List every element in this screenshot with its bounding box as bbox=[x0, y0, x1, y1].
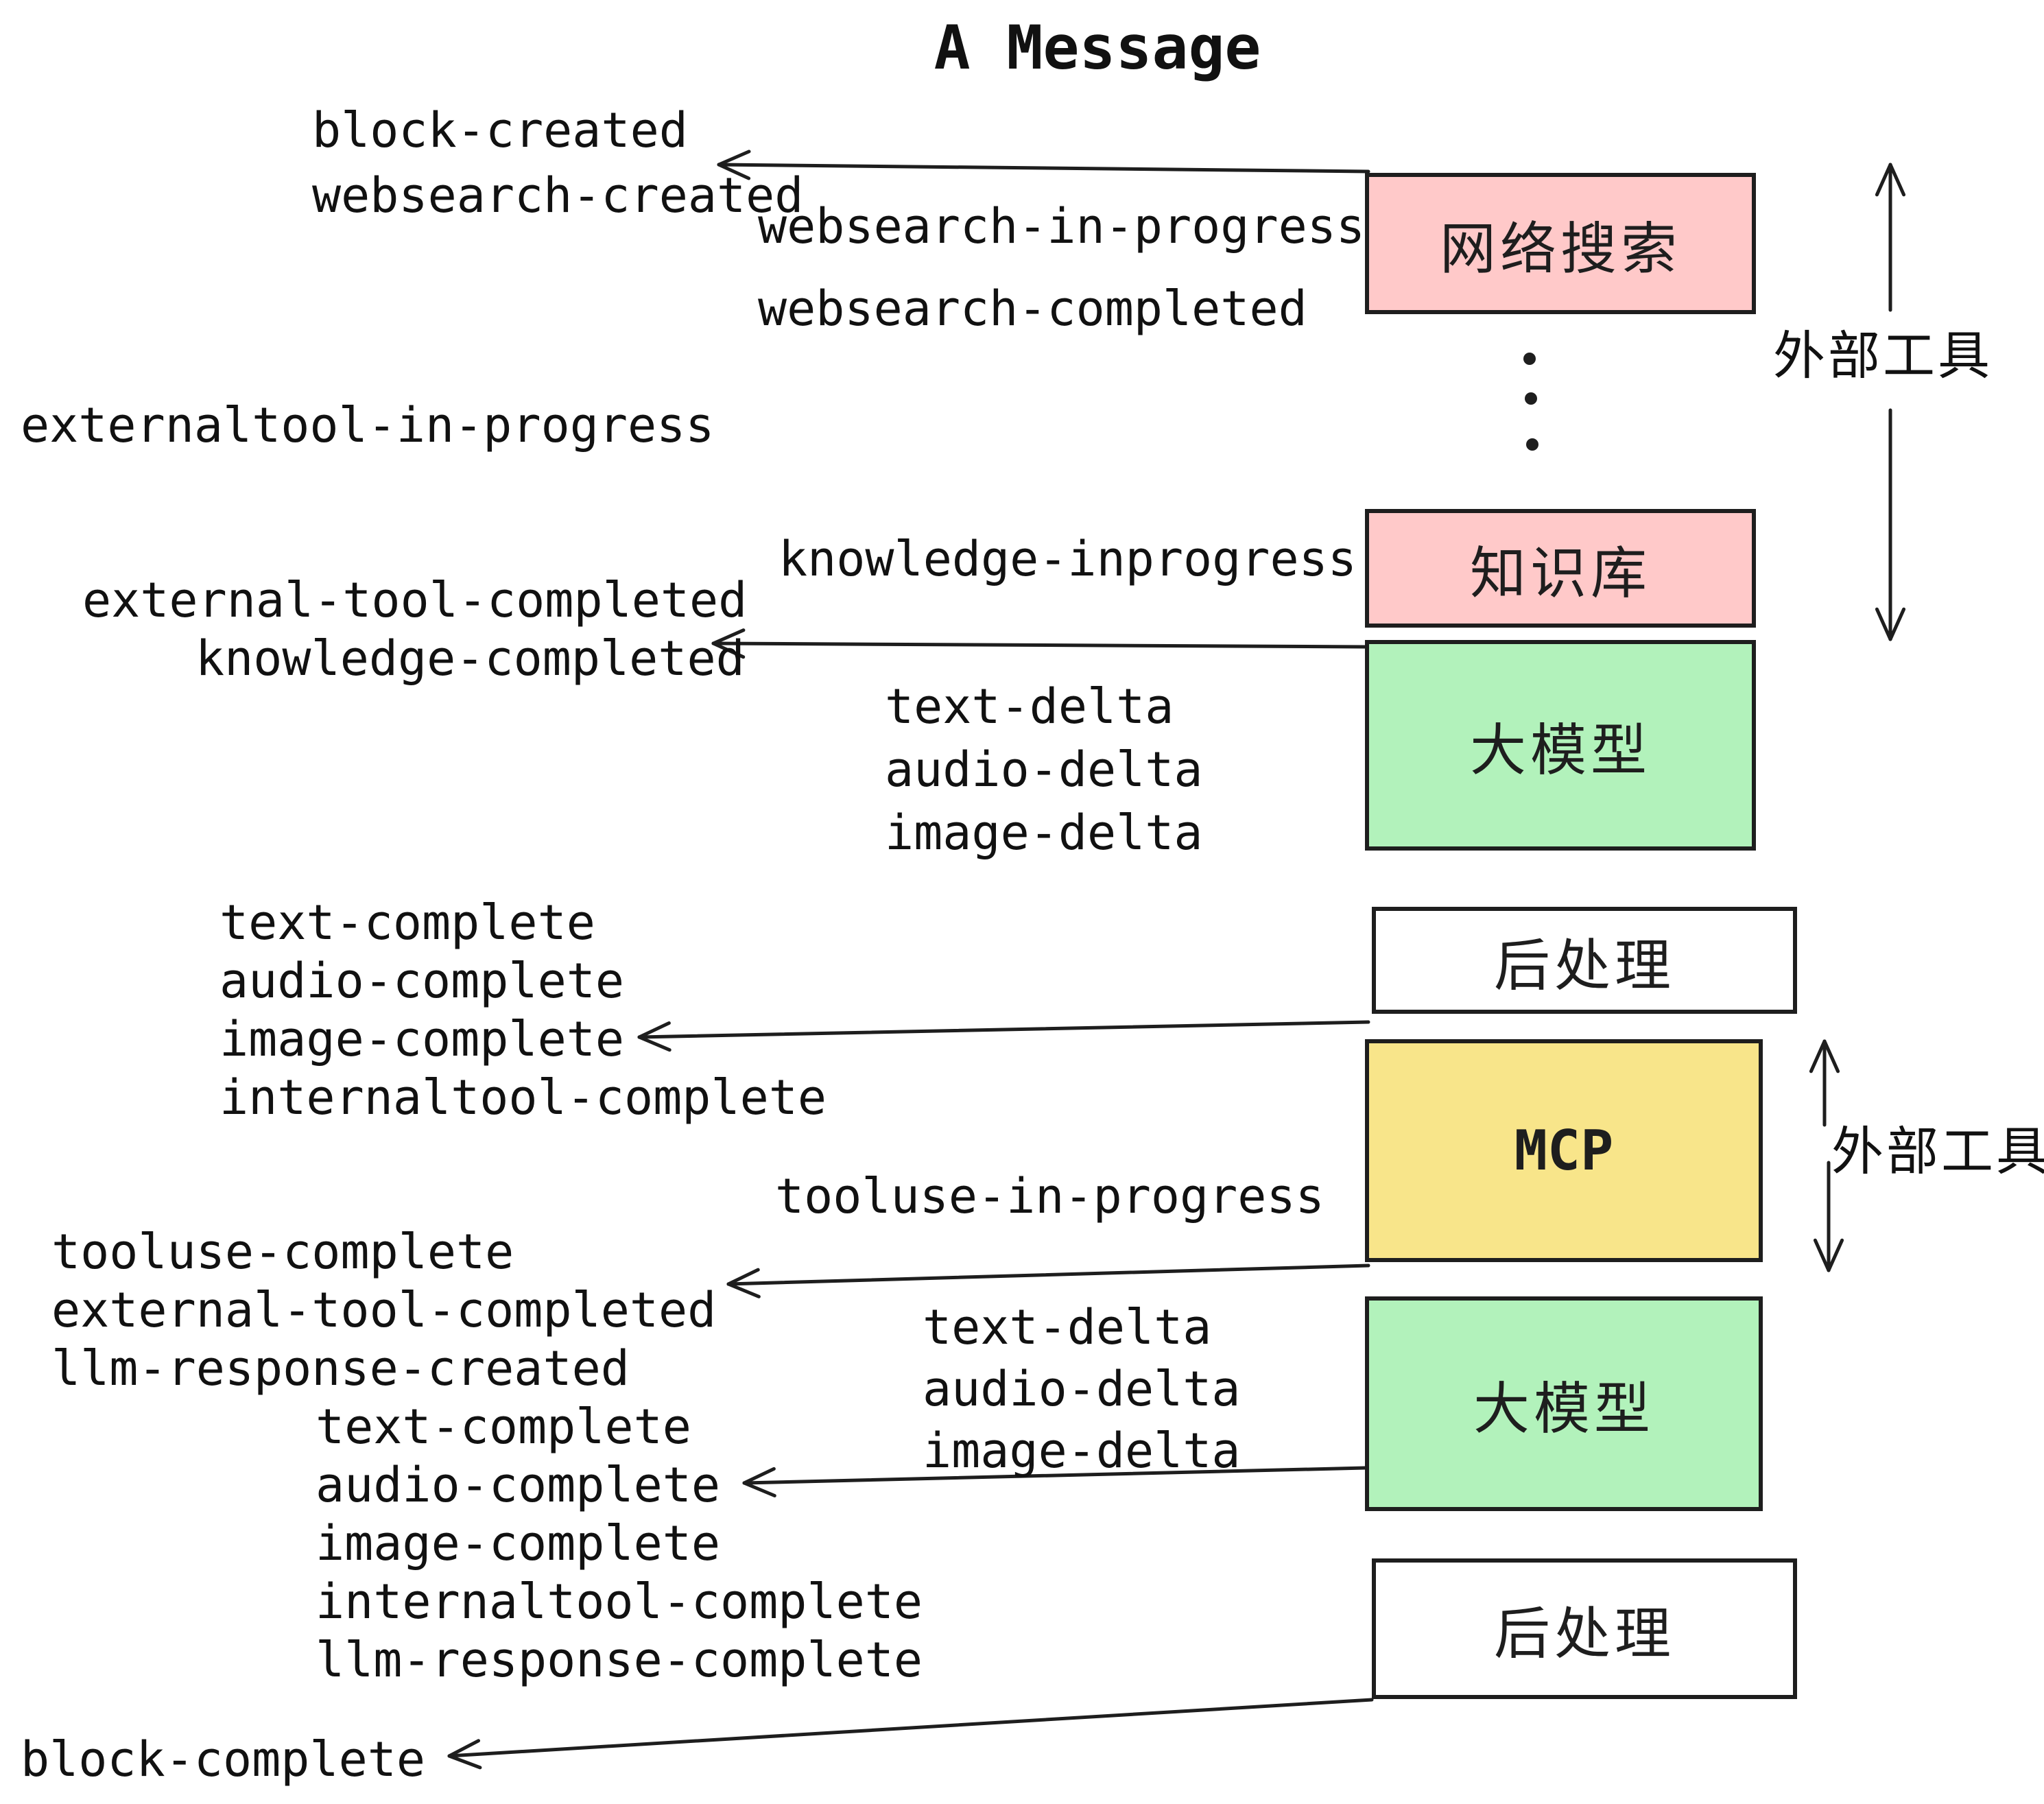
event-label-audio-delta-2: audio-delta bbox=[923, 1361, 1241, 1417]
side-label-external-tools-2: 外部工具 bbox=[1831, 1123, 2044, 1181]
event-label-externaltool-in-progress: externaltool-in-progress bbox=[21, 397, 715, 453]
event-label-text-complete-2: text-complete bbox=[316, 1399, 691, 1455]
arrow-external-tools-down-1 bbox=[1875, 408, 1906, 641]
event-label-knowledge-inprogress: knowledge-inprogress bbox=[779, 531, 1357, 587]
arrow-to-image-complete bbox=[637, 1020, 1370, 1052]
side-label-external-tools-1: 外部工具 bbox=[1773, 327, 1993, 385]
box-llm-1: 大模型 bbox=[1365, 640, 1756, 851]
event-label-external-tool-completed-1: external-tool-completed bbox=[82, 572, 748, 628]
box-postprocess-2: 后处理 bbox=[1372, 1558, 1797, 1699]
ellipsis-dot-3 bbox=[1526, 438, 1538, 451]
ellipsis-dot-1 bbox=[1523, 353, 1536, 365]
event-label-image-complete-1: image-complete bbox=[219, 1011, 625, 1067]
arrow-to-tooluse-complete bbox=[726, 1263, 1370, 1298]
event-label-image-complete-2: image-complete bbox=[316, 1515, 721, 1571]
box-websearch-tool: 网络搜索 bbox=[1365, 173, 1756, 314]
event-label-websearch-created: websearch-created bbox=[312, 167, 804, 224]
event-label-knowledge-completed: knowledge-completed bbox=[195, 630, 745, 687]
box-label-knowledge-base: 知识库 bbox=[1469, 543, 1651, 605]
event-label-text-delta-1: text-delta bbox=[885, 678, 1174, 735]
event-label-tooluse-complete: tooluse-complete bbox=[51, 1224, 514, 1280]
event-label-external-tool-completed-2: external-tool-completed bbox=[51, 1282, 717, 1338]
event-label-block-created: block-created bbox=[312, 102, 688, 158]
box-postprocess-1: 后处理 bbox=[1372, 907, 1797, 1014]
arrow-to-block-complete bbox=[447, 1698, 1374, 1770]
event-label-tooluse-in-progress: tooluse-in-progress bbox=[775, 1168, 1324, 1224]
event-label-block-complete: block-complete bbox=[21, 1731, 426, 1788]
event-label-text-complete-1: text-complete bbox=[219, 894, 595, 951]
box-label-llm-2: 大模型 bbox=[1473, 1378, 1654, 1440]
event-label-image-delta-2: image-delta bbox=[923, 1423, 1241, 1479]
event-label-audio-complete-2: audio-complete bbox=[316, 1457, 721, 1513]
box-label-llm-1: 大模型 bbox=[1469, 720, 1651, 782]
event-label-audio-complete-1: audio-complete bbox=[219, 953, 625, 1009]
event-label-image-delta-1: image-delta bbox=[885, 805, 1203, 861]
event-label-llm-response-complete: llm-response-complete bbox=[316, 1632, 923, 1688]
arrow-to-knowledge-completed bbox=[711, 628, 1367, 659]
event-label-audio-delta-1: audio-delta bbox=[885, 741, 1203, 798]
box-llm-2: 大模型 bbox=[1365, 1296, 1763, 1511]
box-label-postprocess-2: 后处理 bbox=[1493, 1603, 1675, 1665]
event-label-llm-response-created: llm-response-created bbox=[51, 1340, 630, 1397]
box-label-postprocess-1: 后处理 bbox=[1493, 934, 1675, 997]
box-label-websearch-tool: 网络搜索 bbox=[1439, 217, 1681, 281]
box-label-mcp: MCP bbox=[1514, 1119, 1614, 1183]
event-label-websearch-in-progress: websearch-in-progress bbox=[758, 198, 1366, 254]
event-label-internaltool-complete-1: internaltool-complete bbox=[219, 1069, 827, 1126]
arrow-external-tools-up-1 bbox=[1875, 163, 1906, 312]
event-label-websearch-completed: websearch-completed bbox=[758, 281, 1307, 337]
arrow-to-websearch-created bbox=[717, 150, 1370, 180]
event-label-text-delta-2: text-delta bbox=[923, 1299, 1212, 1355]
box-mcp: MCP bbox=[1365, 1039, 1763, 1262]
diagram-title: A Message bbox=[934, 12, 1261, 83]
ellipsis-dot-2 bbox=[1525, 392, 1537, 405]
box-knowledge-base: 知识库 bbox=[1365, 509, 1756, 628]
event-label-internaltool-complete-2: internaltool-complete bbox=[316, 1574, 923, 1630]
